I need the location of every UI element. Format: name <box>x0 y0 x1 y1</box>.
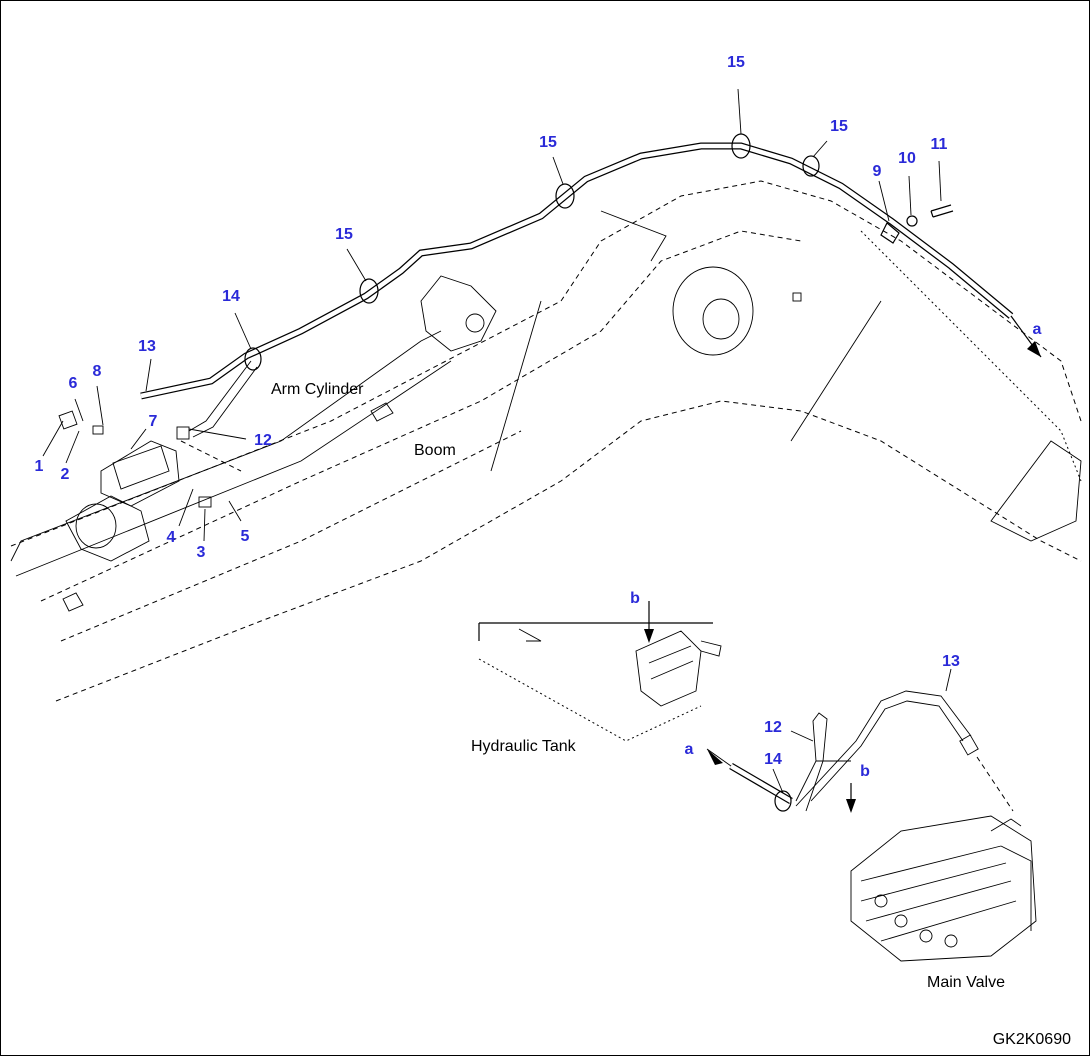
callout-15-a: 15 <box>727 54 745 71</box>
callout-9: 9 <box>873 163 882 180</box>
valve-assembly-left <box>58 410 212 508</box>
leader-lines <box>42 88 942 542</box>
label-arm-cylinder: Arm Cylinder <box>271 381 364 398</box>
callout-14-detail: 14 <box>764 751 782 768</box>
boom-outline <box>10 180 1082 702</box>
marker-b-bottom: b <box>860 763 870 780</box>
marker-a-bottom: a <box>685 741 694 758</box>
callout-14: 14 <box>222 288 240 305</box>
callout-15-d: 15 <box>830 118 848 135</box>
hose-clamps <box>244 133 954 371</box>
marker-a-top: a <box>1033 321 1042 338</box>
label-boom: Boom <box>414 442 456 459</box>
callout-10: 10 <box>898 150 916 167</box>
label-hydraulic-tank: Hydraulic Tank <box>471 738 577 755</box>
callout-3: 3 <box>197 544 206 561</box>
hydraulic-tank-detail <box>478 601 722 742</box>
hose-routing <box>140 142 1014 438</box>
callout-6: 6 <box>69 375 78 392</box>
callout-13-detail: 13 <box>942 653 960 670</box>
callout-11: 11 <box>931 136 948 153</box>
callout-15-c: 15 <box>335 226 353 243</box>
marker-b-top: b <box>630 590 640 607</box>
arrow-a-top <box>1010 315 1042 358</box>
callout-2: 2 <box>61 466 70 483</box>
callout-12: 12 <box>254 432 272 449</box>
drawing-code: GK2K0690 <box>993 1031 1071 1048</box>
callout-7: 7 <box>149 413 158 430</box>
callout-5: 5 <box>241 528 250 545</box>
callout-8: 8 <box>93 363 102 380</box>
main-valve-detail <box>706 668 1037 962</box>
label-main-valve: Main Valve <box>927 974 1005 991</box>
callout-13: 13 <box>138 338 156 355</box>
callout-1: 1 <box>35 458 44 475</box>
callout-4: 4 <box>167 529 176 546</box>
callout-15-b: 15 <box>539 134 557 151</box>
arm-cylinder <box>10 275 497 577</box>
callout-12-detail: 12 <box>764 719 782 736</box>
